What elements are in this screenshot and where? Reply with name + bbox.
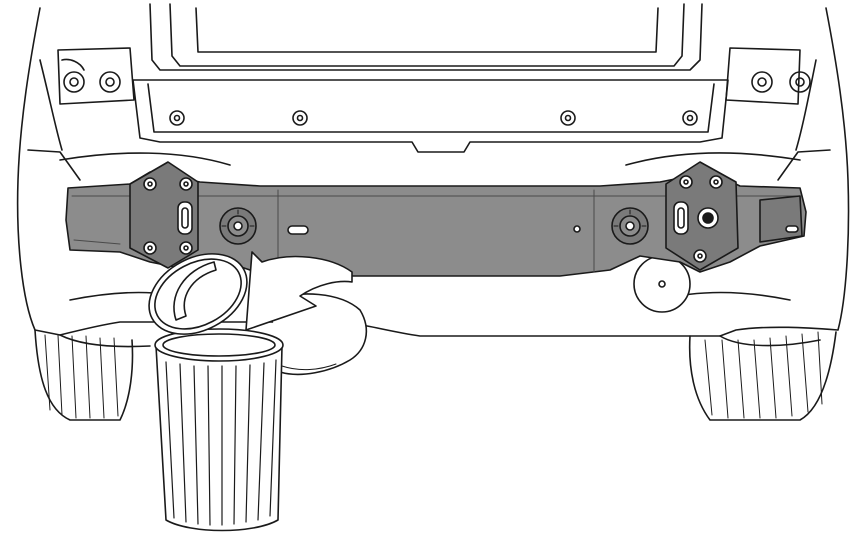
beam-hole <box>573 225 581 233</box>
right-mount-bolt <box>611 207 649 245</box>
bumper-reinforcement-beam <box>65 161 807 277</box>
left-rear-wheel <box>34 329 134 421</box>
left-bracket <box>129 161 199 269</box>
trash-can-lid <box>148 253 248 335</box>
trash-can-icon <box>148 253 284 532</box>
left-mount-bolt <box>219 207 257 245</box>
right-bracket <box>665 161 739 271</box>
curved-arrow-icon <box>245 251 353 331</box>
beam-slot <box>287 225 309 235</box>
tow-hole-cover <box>633 255 691 313</box>
vehicle-rear-body <box>16 3 850 348</box>
panel-bolts <box>169 110 698 126</box>
right-rear-wheel <box>688 331 837 421</box>
